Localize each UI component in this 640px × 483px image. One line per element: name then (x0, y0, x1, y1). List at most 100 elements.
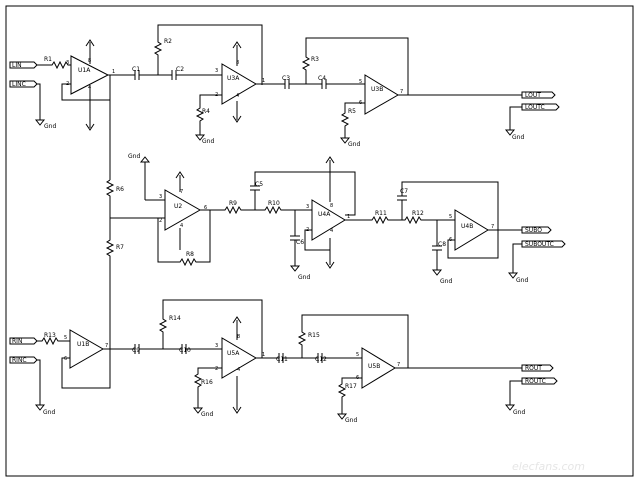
pin-number-label: 5 (64, 335, 67, 341)
ports-lin-label: LIN (12, 62, 22, 69)
capacitors-c10-label: C10 (179, 347, 191, 354)
port-lout: LOUT (521, 91, 556, 99)
opamp-u4b: U4B 5 6 7 (449, 209, 494, 251)
port-rout: ROUT (521, 364, 554, 372)
opamp-u3a: U3A 3 2 8 4 1 (215, 60, 265, 105)
pin-number-label: 4 (330, 228, 333, 234)
port-lin: LIN (9, 61, 38, 69)
grounds-label-label: Gnd (348, 141, 360, 148)
pin-number-label: 8 (237, 334, 240, 340)
ports-lout-label: LOUT (525, 92, 541, 99)
ports-rinc-label: RINC (12, 357, 27, 364)
resistors-r14-label: R14 (169, 315, 181, 322)
opamps-u3a-label: U3A (227, 75, 240, 82)
ports-sub-label: SUBO (525, 227, 542, 234)
ports-loutc-label: LOUTC (525, 104, 545, 111)
grounds-label-label: Gnd (128, 153, 140, 160)
pin-number-label: 1 (262, 352, 265, 358)
capacitors-c7-label: C7 (400, 188, 408, 195)
pin-number-label: 7 (105, 343, 108, 349)
pin-number-label: 1 (347, 214, 350, 220)
pin-number-label: 7 (397, 362, 400, 368)
opamps-u2-label: U2 (174, 203, 182, 210)
opamps-u5b-label: U5B (368, 363, 380, 370)
port-sub: SUBO (521, 226, 552, 234)
opamps-u3b-label: U3B (371, 86, 383, 93)
capacitors-c9-label: C9 (132, 347, 140, 354)
grounds-label-label: Gnd (202, 138, 214, 145)
ground-symbol: Gnd (34, 119, 56, 130)
ports-rout-label: ROUT (525, 365, 542, 372)
capacitors-c11-label: C11 (276, 356, 288, 363)
grounds-label-label: Gnd (440, 278, 452, 285)
subwoofer-channel: Gnd U2 3 2 7 4 6 R8 R9 C5 R10 C6 Gnd U4A… (110, 153, 566, 285)
capacitors-c3-label: C3 (282, 75, 290, 82)
port-loutc: LOUTC (521, 103, 560, 111)
pin-number-label: 7 (491, 224, 494, 230)
pin-number-label: 5 (359, 79, 362, 85)
capacitors-c5-label: C5 (255, 181, 263, 188)
port-linc: LINC (9, 80, 38, 88)
ports-routc-label: ROUTC (525, 378, 546, 385)
pin-number-label: 2 (215, 366, 218, 372)
pin-number-label: 8 (236, 60, 239, 66)
grounds-label-label: Gnd (516, 277, 528, 284)
port-subc: SUBOUTC (521, 240, 566, 248)
capacitors-c12-label: C12 (315, 356, 327, 363)
capacitors-c8-label: C8 (438, 241, 446, 248)
ports-linc-label: LINC (12, 81, 26, 88)
pin-number-label: 7 (180, 189, 183, 195)
pin-number-label: 2 (159, 218, 162, 224)
opamp-u1a: U1A 3 2 8 4 1 (66, 55, 115, 95)
watermark: elecfans.com (512, 460, 585, 473)
resistors-r5-label: R5 (348, 108, 356, 115)
pin-number-label: 5 (356, 352, 359, 358)
ports-rin-label: RIN (12, 338, 22, 345)
pin-number-label: 3 (215, 68, 218, 74)
resistors-r16-label: R16 (201, 379, 213, 386)
pin-number-label: 1 (262, 78, 265, 84)
resistors-r2-label: R2 (164, 38, 172, 45)
port-rin: RIN (9, 337, 38, 345)
grounds-label-label: Gnd (513, 409, 525, 416)
pin-number-label: 3 (215, 343, 218, 349)
resistors-r8-label: R8 (186, 251, 194, 258)
opamps-u1b-label: U1B (77, 341, 89, 348)
left-channel: LIN LINC R1 Gnd U1A 3 2 8 4 1 R6 (9, 24, 560, 340)
resistors-r10-label: R10 (268, 200, 280, 207)
opamp-u1b: U1B 5 6 7 (64, 329, 108, 369)
grounds-label-label: Gnd (43, 409, 55, 416)
opamp-u3b: U3B 5 6 7 (359, 74, 403, 115)
opamps-u4b-label: U4B (461, 223, 473, 230)
pin-number-label: 3 (159, 194, 162, 200)
capacitors-c2-label: C2 (176, 66, 184, 73)
resistors-r17-label: R17 (345, 383, 357, 390)
resistors-r1-label: R1 (44, 56, 52, 63)
right-channel: RIN RINC R13 Gnd U1B 5 6 7 C9 C10 R14 U5… (9, 299, 558, 424)
sheet-border (5, 5, 634, 477)
pin-number-label: 1 (112, 69, 115, 75)
pin-number-label: 4 (237, 367, 240, 373)
resistors-r7-label: R7 (116, 244, 124, 251)
pin-number-label: 5 (449, 214, 452, 220)
pin-number-label: 4 (236, 93, 239, 99)
opamps-u5a-label: U5A (227, 350, 240, 357)
resistors-r12-label: R12 (412, 210, 424, 217)
opamp-u4a: U4A 3 2 8 4 1 (306, 199, 350, 241)
opamp-u5b: U5B 5 6 7 (356, 347, 400, 389)
opamp-u5a: U5A 3 2 8 4 1 (215, 334, 265, 379)
resistors-r15-label: R15 (308, 332, 320, 339)
pin-number-label: 3 (306, 204, 309, 210)
grounds-label-label: Gnd (201, 411, 213, 418)
resistors-r9-label: R9 (229, 200, 237, 207)
pin-number-label: 8 (330, 203, 333, 209)
capacitors-c1-label: C1 (132, 66, 140, 73)
opamps-u4a-label: U4A (318, 211, 331, 218)
grounds-label-label: Gnd (298, 274, 310, 281)
capacitors-c6-label: C6 (296, 239, 304, 246)
resistors-r3-label: R3 (311, 56, 319, 63)
resistors-r6-label: R6 (116, 186, 124, 193)
pin-number-label: 4 (180, 223, 183, 229)
pin-number-label: 7 (400, 89, 403, 95)
